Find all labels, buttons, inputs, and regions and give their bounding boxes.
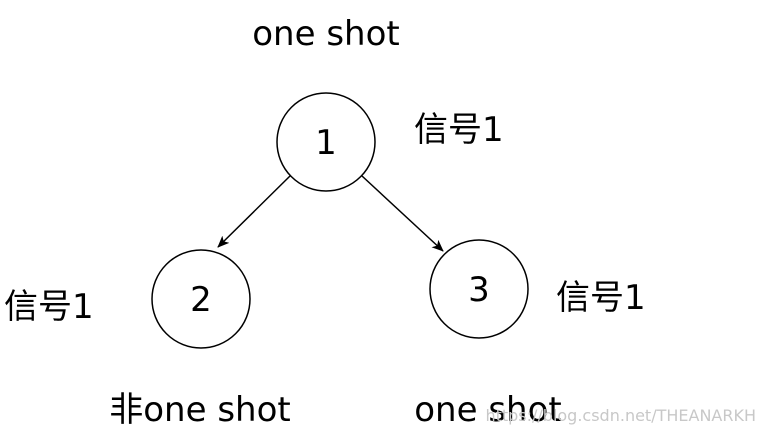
node-2-circle (151, 249, 251, 349)
edge-1-to-3 (361, 175, 444, 252)
node-3-signal: 信号1 (556, 278, 646, 318)
node-2-signal: 信号1 (4, 287, 94, 327)
node-2: 2 (151, 249, 251, 349)
node-1-circle (276, 92, 376, 192)
node-2-caption: 非one shot (109, 390, 290, 430)
node-1-caption: one shot (252, 14, 399, 54)
node-1-label: 1 (315, 123, 337, 163)
edge-1-to-2 (217, 175, 291, 248)
node-3-circle (429, 239, 529, 339)
node-1-signal: 信号1 (414, 110, 504, 150)
node-2-label: 2 (190, 280, 212, 320)
node-3: 3 (429, 239, 529, 339)
node-3-label: 3 (468, 270, 490, 310)
watermark-text: https://blog.csdn.net/THEANARKH (485, 406, 756, 425)
node-3-caption: one shot (414, 390, 561, 430)
node-1: 1 (276, 92, 376, 192)
